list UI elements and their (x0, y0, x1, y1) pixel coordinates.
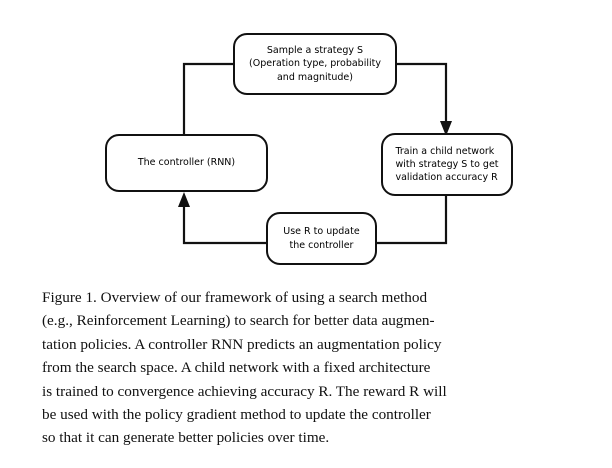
caption-line: so that it can generate better policies … (42, 429, 330, 447)
controller-rnn-label: The controller (RNN) (137, 157, 236, 169)
caption-line: is trained to convergence achieving accu… (42, 382, 447, 400)
edge-sample-to-train (395, 62, 448, 129)
arrowhead-into-controller-box (178, 192, 190, 207)
connector-layer (178, 62, 452, 245)
sample-strategy-box: Sample a strategy S (Operation type, pro… (233, 33, 397, 95)
sample-strategy-label: Sample a strategy S (Operation type, pro… (249, 45, 381, 83)
update-controller-box: Use R to update the controller (266, 212, 377, 265)
train-child-network-box: Train a child network with strategy S to… (381, 133, 513, 196)
edge-update-to-controller (182, 200, 268, 245)
caption-line: (e.g., Reinforcement Learning) to search… (42, 312, 435, 330)
figure-caption: Figure 1. Overview of our framework of u… (42, 286, 572, 450)
edge-train-to-update (375, 194, 448, 245)
caption-line: Figure 1. Overview of our framework of u… (42, 289, 428, 306)
caption-line: be used with the policy gradient method … (42, 406, 431, 424)
edge-controller-to-sample (182, 62, 235, 136)
caption-line: tation policies. A controller RNN predic… (42, 335, 442, 353)
train-child-network-label: Train a child network with strategy S to… (395, 145, 499, 184)
update-controller-label: Use R to update the controller (283, 226, 360, 251)
arrowhead-into-train-box (440, 121, 452, 136)
figure-diagram: Sample a strategy S (Operation type, pro… (105, 33, 513, 265)
controller-rnn-box: The controller (RNN) (105, 134, 268, 192)
caption-line: from the search space. A child network w… (42, 359, 431, 377)
